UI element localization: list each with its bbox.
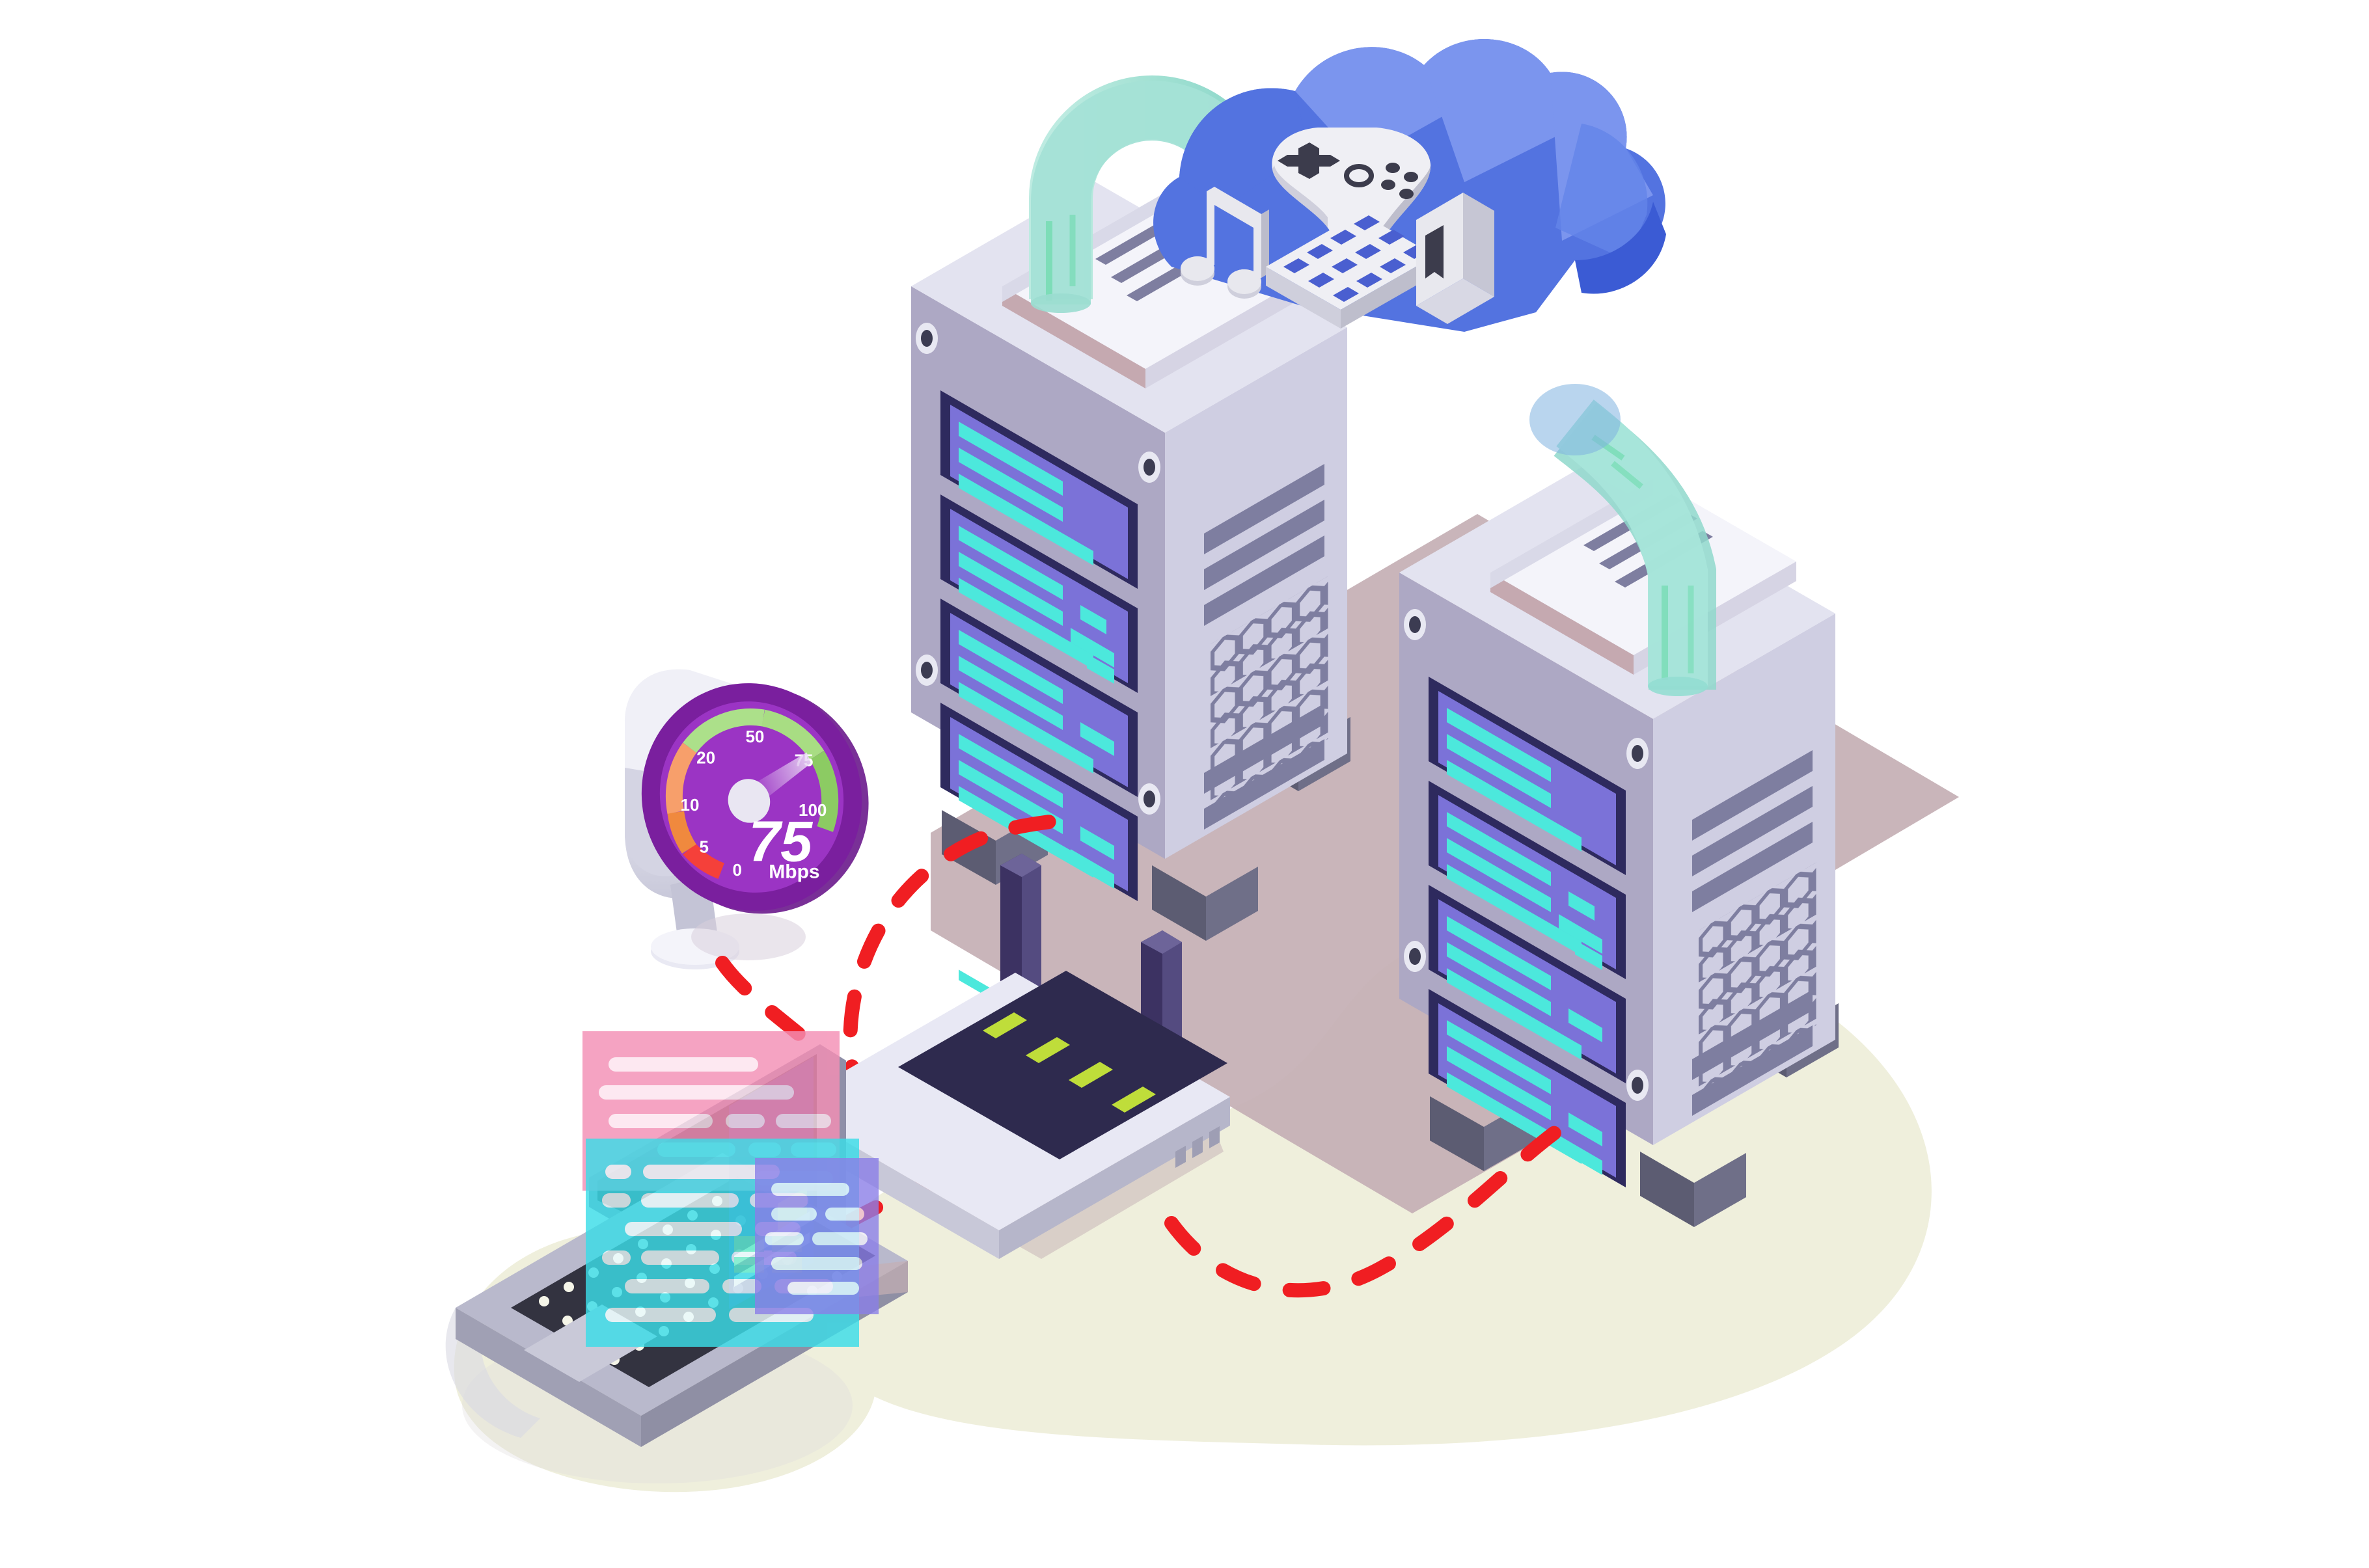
router-leds	[983, 1012, 1156, 1113]
music-note-icon	[1181, 187, 1269, 299]
gauge-tick-20: 20	[696, 748, 715, 768]
gauge-tick-5: 5	[700, 837, 709, 857]
cloud-services[interactable]	[1153, 39, 1666, 332]
server-screws-right	[1404, 609, 1649, 1101]
gauge-tick-50: 50	[745, 727, 764, 746]
link-router-to-server-right	[1164, 1125, 1563, 1298]
server-rack-right[interactable]	[1399, 467, 1839, 1227]
film-strip-icon	[1266, 213, 1435, 329]
server-rack-left[interactable]	[911, 181, 1350, 1040]
link-router-to-server-left	[843, 814, 1061, 1107]
gauge-value: 75	[748, 809, 813, 874]
laptop[interactable]	[445, 1031, 908, 1483]
window-panel-purple[interactable]	[755, 1158, 879, 1314]
gauge-unit: Mbps	[769, 861, 819, 883]
gauge-tick-10: 10	[681, 795, 700, 815]
gauge-tick-100: 100	[799, 800, 827, 820]
speedometer[interactable]: 0 5 10 20 50 75 100 75 Mbps	[607, 648, 903, 969]
server-side-vent-left	[1204, 464, 1328, 830]
speedometer-stand	[651, 875, 806, 969]
book-icon	[1416, 193, 1494, 324]
server-side-vent-right	[1692, 750, 1816, 1116]
server-screws-left	[916, 323, 1160, 815]
pipe-cloud-to-server-right	[1529, 384, 1716, 696]
gauge-tick-0: 0	[733, 860, 742, 880]
rack-units-right	[1429, 677, 1626, 1187]
router-ports	[1175, 1126, 1220, 1168]
